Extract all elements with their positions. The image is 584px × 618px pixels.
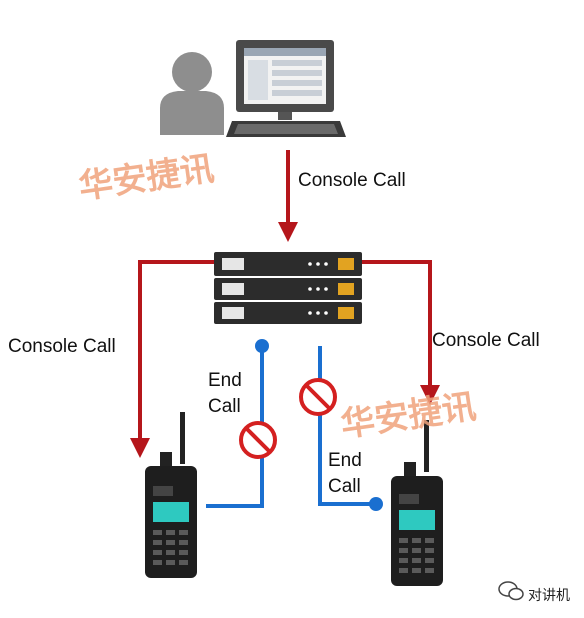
end-call-line-left: [206, 346, 264, 508]
prohibit-icon-right: [299, 378, 337, 416]
label-end-call-left: End Call: [208, 370, 242, 417]
label-end-call-right: End Call: [328, 450, 362, 497]
prohibit-icon-left: [239, 421, 277, 459]
server-rack-icon: [214, 252, 362, 324]
console-computer-icon: [226, 40, 346, 137]
arrow-server-to-right-radio: [362, 260, 440, 405]
wechat-logo-icon: [498, 581, 524, 601]
end-call-node-right: [369, 497, 383, 511]
label-console-call-top: Console Call: [298, 170, 406, 191]
footer-label: 对讲机: [528, 588, 570, 604]
label-console-call-right: Console Call: [432, 330, 540, 351]
end-call-node-left: [255, 339, 269, 353]
arrow-server-to-left-radio: [130, 260, 214, 458]
radio-handset-left-icon: [145, 412, 197, 578]
label-console-call-left: Console Call: [8, 336, 116, 357]
operator-person-icon: [160, 52, 224, 135]
radio-handset-right-icon: [391, 420, 443, 586]
